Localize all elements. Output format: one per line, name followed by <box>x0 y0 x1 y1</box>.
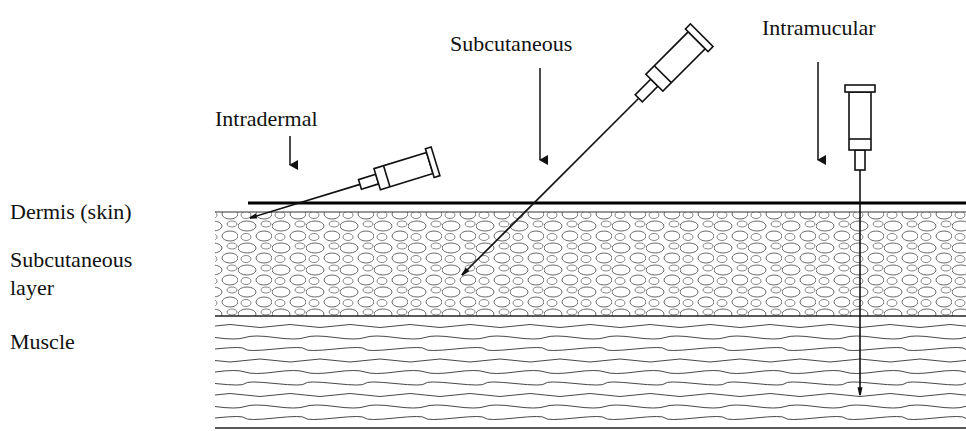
injection-type-label: Subcutaneous <box>450 30 572 58</box>
muscle-fibre <box>215 348 966 351</box>
muscle-fibres <box>215 325 966 420</box>
intradermal-syringe <box>246 147 440 232</box>
muscle-fibre <box>215 417 966 420</box>
subcutaneous-syringe <box>451 24 713 286</box>
pointer-arrow <box>539 68 541 160</box>
muscle-fibre <box>215 382 966 385</box>
pointer-arrow <box>289 136 291 165</box>
muscle-fibre <box>215 394 966 397</box>
muscle-fibre <box>215 325 966 328</box>
dermis-lower-edge <box>215 212 966 213</box>
muscle-fibre <box>215 336 966 339</box>
muscle-fibre <box>215 371 966 374</box>
injection-type-label: Intramucular <box>762 14 876 42</box>
injection-type-label: Intradermal <box>215 105 318 133</box>
muscle-fibre <box>215 405 966 408</box>
layer-label: Subcutaneous layer <box>10 246 160 302</box>
muscle-fibre <box>215 359 966 362</box>
skin-surface <box>248 202 966 205</box>
intramuscular-syringe <box>845 85 875 395</box>
pointer-arrow <box>817 62 819 160</box>
muscle-bottom <box>215 427 966 429</box>
layer-label: Muscle <box>10 328 75 356</box>
muscle-boundary <box>215 315 966 317</box>
subcutaneous-tissue <box>215 212 966 316</box>
layer-label: Dermis (skin) <box>10 198 132 226</box>
